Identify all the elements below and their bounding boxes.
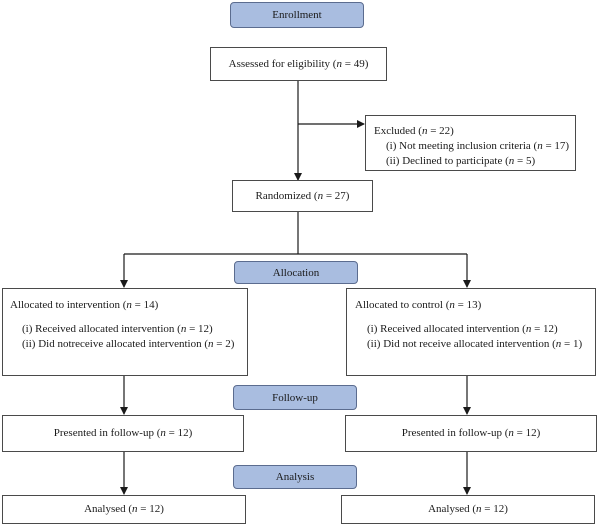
box-randomized: Randomized (n = 27) [232,180,373,212]
analysed-control-text: Analysed (n = 12) [428,503,508,516]
randomized-text: Randomized (n = 27) [255,189,350,202]
analysed-intervention-text: Analysed (n = 12) [84,503,164,516]
box-allocated-intervention: Allocated to intervention (n = 14) (i) R… [2,288,248,376]
excluded-item-1: (i) Not meeting inclusion criteria (n = … [386,139,570,152]
stage-enrollment-label: Enrollment [272,9,322,21]
box-assessed: Assessed for eligibility (n = 49) [210,47,387,81]
box-follow-up-intervention: Presented in follow-up (n = 12) [2,415,244,452]
assessed-text: Assessed for eligibility (n = 49) [228,57,369,70]
box-excluded: Excluded (n = 22) (i) Not meeting inclus… [365,115,576,171]
control-item-1: (i) Received allocated intervention (n =… [367,322,558,335]
excluded-item-2: (ii) Declined to participate (n = 5) [386,154,536,167]
follow-up-intervention-text: Presented in follow-up (n = 12) [53,427,193,440]
stage-follow-up-label: Follow-up [272,391,318,404]
stage-analysis: Analysis [233,465,357,489]
excluded-title: Excluded (n = 22) [374,125,454,137]
box-analysed-control: Analysed (n = 12) [341,495,595,524]
box-follow-up-control: Presented in follow-up (n = 12) [345,415,597,452]
intervention-item-1: (i) Received allocated intervention (n =… [22,322,213,335]
intervention-item-2: (ii) Did notreceive allocated interventi… [22,337,235,350]
intervention-title: Allocated to intervention (n = 14) [10,299,159,311]
stage-follow-up: Follow-up [233,385,357,410]
stage-analysis-label: Analysis [275,471,315,483]
stage-allocation: Allocation [234,261,358,284]
control-item-2: (ii) Did not receive allocated intervent… [367,337,583,350]
follow-up-control-text: Presented in follow-up (n = 12) [401,427,541,440]
stage-enrollment: Enrollment [230,2,364,28]
stage-allocation-label: Allocation [272,266,320,279]
box-allocated-control: Allocated to control (n = 13) (i) Receiv… [346,288,596,376]
control-title: Allocated to control (n = 13) [355,299,482,311]
box-analysed-intervention: Analysed (n = 12) [2,495,246,524]
